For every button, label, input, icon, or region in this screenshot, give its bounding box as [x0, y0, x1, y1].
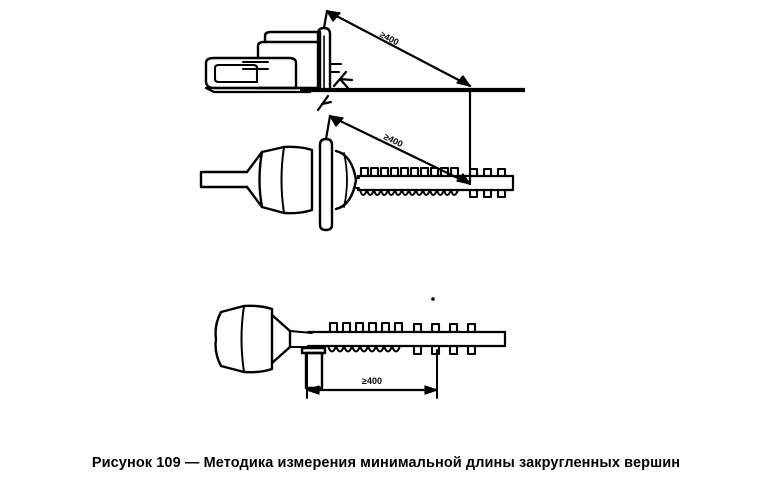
rounded-tip-teeth — [468, 167, 507, 199]
cutting-blade-teeth-lower — [358, 188, 460, 197]
dimension-line-diagonal — [328, 114, 472, 186]
dimension-arrowhead-end — [456, 173, 471, 185]
cutting-blade — [329, 63, 342, 73]
cutting-blade-teeth-upper — [328, 321, 404, 334]
view-side-hedge-surface — [204, 9, 525, 184]
motor-housing-front-seam — [343, 152, 348, 208]
cutting-blade-teeth-lower — [326, 344, 402, 353]
dimension-arrowhead-right — [424, 385, 438, 395]
shaft-taper — [245, 150, 264, 209]
rounded-tip-teeth-upper — [412, 322, 477, 334]
dimension-arrowhead-start — [329, 115, 344, 127]
dimension-leader — [322, 9, 329, 30]
view-plan-measurement — [214, 297, 507, 399]
housing-neck — [270, 313, 292, 365]
hand-guard-post — [304, 351, 324, 390]
dimension-line-diagonal — [325, 9, 472, 88]
blade-attachment-nub — [355, 177, 360, 189]
handle-loop — [204, 56, 298, 90]
rounded-tip-teeth-lower — [412, 344, 477, 356]
twig-branch-upper — [332, 70, 354, 90]
dimension-label-bottom: ≥400 — [362, 376, 382, 386]
dimension-arrowhead-left — [306, 385, 320, 395]
dimension-arrowhead-start — [326, 10, 341, 22]
dimension-arrowhead-end — [456, 75, 471, 87]
reference-dot — [431, 297, 435, 301]
motor-housing-top — [263, 30, 322, 44]
technical-drawing: ≥400 — [199, 9, 525, 399]
base-plate — [204, 86, 312, 94]
hand-guard-plate — [318, 137, 334, 232]
motor-housing — [214, 304, 274, 374]
motor-housing-seam — [240, 305, 245, 373]
view-top-blade — [199, 114, 515, 232]
shaft-handle — [199, 170, 249, 189]
hand-guard-plate — [300, 346, 327, 355]
motor-housing — [256, 40, 322, 90]
housing-neck-seam — [289, 330, 313, 348]
motor-housing-seam-1 — [280, 146, 285, 214]
figure-caption: Рисунок 109 — Методика измерения минимал… — [91, 455, 681, 471]
twig-branch-lower — [316, 94, 333, 112]
handle-loop-inner — [213, 63, 259, 84]
cutting-blade-teeth-upper — [359, 166, 460, 178]
motor-housing — [258, 145, 314, 215]
dimension-leader — [324, 114, 332, 141]
